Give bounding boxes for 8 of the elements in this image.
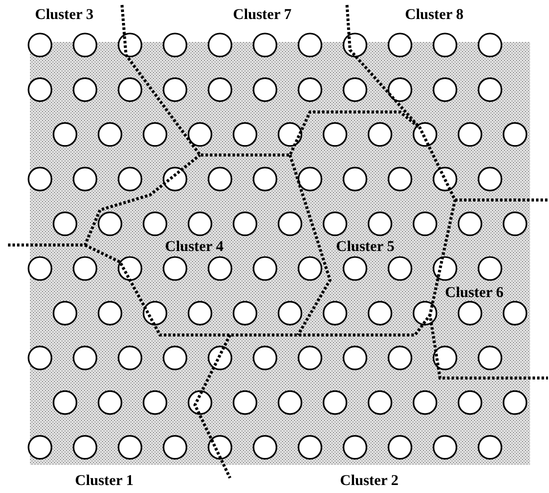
cluster-label: Cluster 3 [35,8,94,23]
cluster-label: Cluster 7 [233,8,292,23]
cluster-label: Cluster 4 [165,240,224,255]
cluster-label: Cluster 2 [340,474,398,489]
cluster-label: Cluster 8 [405,8,464,23]
cluster-label: Cluster 5 [336,240,394,255]
cluster-label: Cluster 6 [445,286,504,301]
cluster-label: Cluster 1 [75,474,134,489]
